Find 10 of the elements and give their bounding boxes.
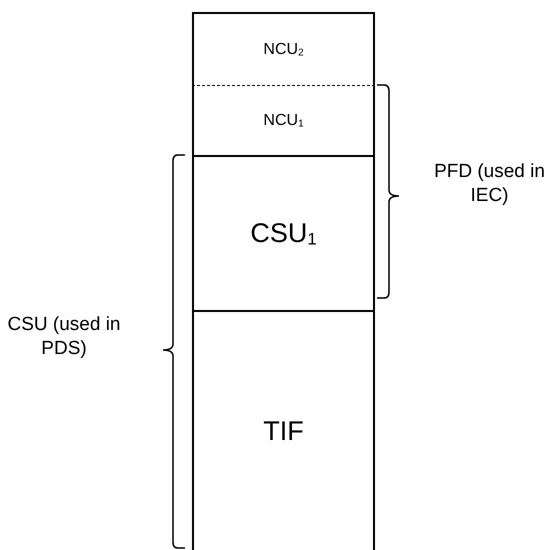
stacked-band	[192, 85, 375, 155]
band-label: NCU$_{2}$	[263, 40, 304, 58]
band-label: TIF	[263, 416, 304, 446]
brace-label: CSU (used in PDS)	[6, 313, 122, 361]
band-label: NCU$_{1}$	[263, 112, 304, 130]
band-label: CSU$_{1}$	[250, 218, 317, 250]
stacked-band	[192, 12, 375, 85]
brace-label: PFD (used in IEC)	[433, 160, 546, 208]
stacked-band	[192, 310, 375, 550]
stacked-band	[192, 155, 375, 310]
